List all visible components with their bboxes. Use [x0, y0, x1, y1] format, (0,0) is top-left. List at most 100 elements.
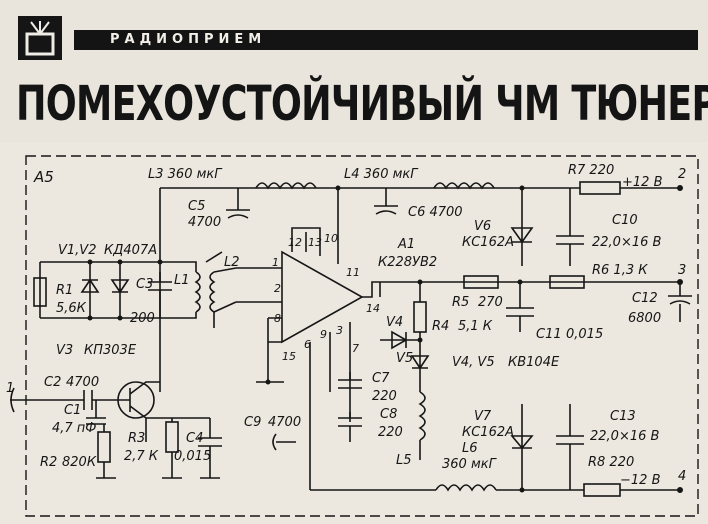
label-R4: R4	[432, 319, 449, 334]
V5-diode	[410, 348, 430, 372]
label-V7: V7	[474, 409, 492, 424]
label-C11v: 0,015	[566, 327, 603, 342]
label-R6: R6 1,3 К	[592, 263, 648, 278]
V2-diode	[110, 262, 130, 318]
label-C11: C11	[536, 327, 562, 342]
R3-resistor	[165, 421, 179, 453]
label-C7: C7	[372, 371, 390, 386]
label-R5: R5	[452, 295, 469, 310]
C4-capacitor	[198, 418, 222, 478]
R2-resistor	[97, 431, 111, 463]
pin-7: 7	[352, 342, 359, 355]
label-C5: C5	[188, 199, 205, 214]
C11-capacitor	[506, 282, 534, 332]
label-R1: R1	[56, 283, 73, 298]
label-R5v: 270	[478, 295, 503, 310]
pin-6: 6	[304, 338, 311, 351]
pin-3: 3	[336, 324, 343, 337]
C7-capacitor	[338, 372, 362, 389]
V1-diode	[80, 262, 100, 318]
R7-resistor	[579, 181, 621, 195]
label-pin1: 1	[6, 381, 14, 396]
L3-inductor	[255, 182, 317, 190]
label-C3: C3	[136, 277, 153, 292]
label-L2: L2	[224, 255, 240, 270]
label-V1V2: V1,V2	[58, 243, 96, 258]
label-C4: C4	[186, 431, 203, 446]
C13-capacitor	[556, 404, 584, 490]
A1-amplifier	[281, 250, 364, 344]
V4-diode	[380, 330, 420, 350]
label-C8: C8	[380, 407, 397, 422]
label-C7v: 220	[372, 389, 397, 404]
label-C13: C13	[610, 409, 636, 424]
label-R2v: 820К	[62, 455, 97, 470]
R8-resistor	[583, 483, 621, 497]
label-C1: C1	[64, 403, 81, 418]
label-L3: L3 360 мкГ	[148, 167, 223, 182]
label-C2v: 4700	[66, 375, 99, 390]
pin-1: 1	[272, 256, 279, 269]
R5-resistor	[463, 275, 499, 289]
pin-8: 8	[274, 312, 281, 325]
C2-capacitor	[83, 390, 118, 410]
label-C3v: 200	[130, 311, 155, 326]
C10-capacitor	[556, 188, 584, 266]
label-C5v: 4700	[188, 215, 221, 230]
pin-2: 2	[274, 282, 281, 295]
label-R3: R3	[128, 431, 145, 446]
label-C9v: 4700	[268, 415, 301, 430]
block-label: A5	[33, 168, 54, 186]
pin-12: 12	[288, 236, 302, 249]
label-L1: L1	[174, 273, 190, 288]
R6-resistor	[549, 275, 585, 289]
label-A1t: К228УВ2	[378, 255, 437, 270]
label-pin3: 3	[678, 263, 686, 278]
module-border	[25, 155, 699, 517]
label-C13v: 22,0×16 В	[590, 429, 660, 444]
label-R1v: 5,6К	[56, 301, 87, 316]
article-header: РАДИОПРИЕМ ПОМЕХОУСТОЙЧИВЫЙ ЧМ ТЮНЕР	[0, 0, 708, 142]
label-L6v: 360 мкГ	[442, 457, 498, 472]
label-V4V5: V4, V5	[452, 355, 495, 370]
label-C8v: 220	[378, 425, 403, 440]
label-C6: C6 4700	[408, 205, 463, 220]
label-V7t: КС162А	[462, 425, 514, 440]
label-R2: R2	[40, 455, 57, 470]
V7-zener	[510, 404, 534, 490]
R1-resistor	[33, 277, 47, 307]
circuit-schematic: A5 L3 360 мкГ L4 360 мкГ R7 220 +12 В 2 …	[6, 155, 699, 517]
label-C9: C9	[244, 415, 261, 430]
label-V3: V3	[56, 343, 73, 358]
C12-capacitor	[668, 282, 692, 322]
L6-inductor	[435, 484, 497, 492]
label-C12: C12	[632, 291, 658, 306]
label-plus12: +12 В	[622, 175, 663, 190]
C8-capacitor	[338, 412, 362, 442]
label-R4v: 5,1 К	[458, 319, 493, 334]
C5-capacitor	[226, 188, 250, 219]
pin-11: 11	[346, 266, 360, 279]
L4-inductor	[433, 182, 495, 190]
label-C4v: 0,015	[174, 449, 211, 464]
input-antenna	[10, 387, 84, 413]
C9-capacitor	[272, 433, 296, 451]
pin-13: 13	[308, 236, 322, 249]
R4-resistor	[413, 301, 427, 333]
label-V3t: КП303Е	[84, 343, 137, 358]
label-pin2: 2	[678, 167, 686, 182]
pin-10: 10	[324, 232, 338, 245]
label-V4V5t: КВ104Е	[508, 355, 560, 370]
L5-inductor	[418, 391, 426, 460]
rubric-title: РАДИОПРИЕМ	[104, 30, 273, 50]
label-V6t: КС162А	[462, 235, 514, 250]
label-C12v: 6800	[628, 311, 661, 326]
C3-capacitor	[148, 272, 172, 318]
label-L5: L5	[396, 453, 412, 468]
label-C10v: 22,0×16 В	[592, 235, 662, 250]
label-minus12: −12 В	[620, 473, 661, 488]
C6-capacitor	[374, 188, 398, 215]
label-L4: L4 360 мкГ	[344, 167, 419, 182]
label-R8: R8 220	[588, 455, 634, 470]
